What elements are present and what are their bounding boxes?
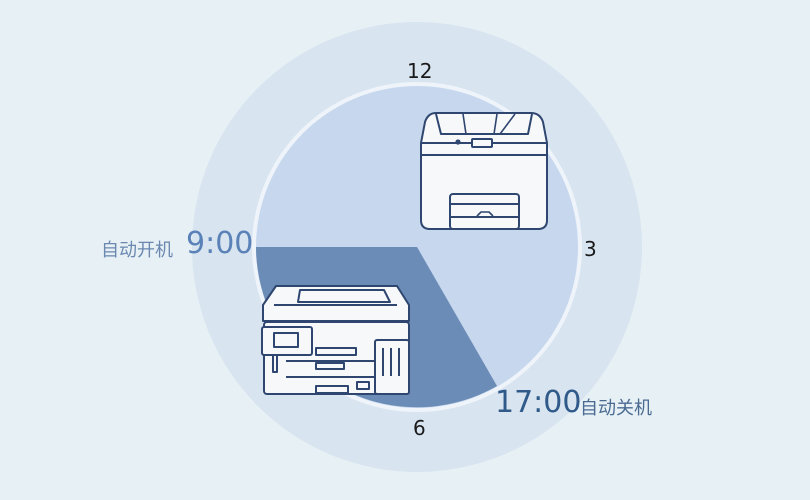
clock-mark-6: 6 [413, 416, 426, 440]
power-off-label: 自动关机 [580, 398, 652, 419]
power-on-label: 自动开机 [101, 240, 173, 261]
multifunction-printer-icon [261, 285, 410, 395]
desktop-printer-icon [420, 112, 548, 230]
clock-mark-12: 12 [407, 59, 433, 83]
power-off-time: 17:00 [495, 385, 582, 420]
clock-mark-3: 3 [584, 237, 597, 261]
power-on-time: 9:00 [186, 226, 254, 261]
